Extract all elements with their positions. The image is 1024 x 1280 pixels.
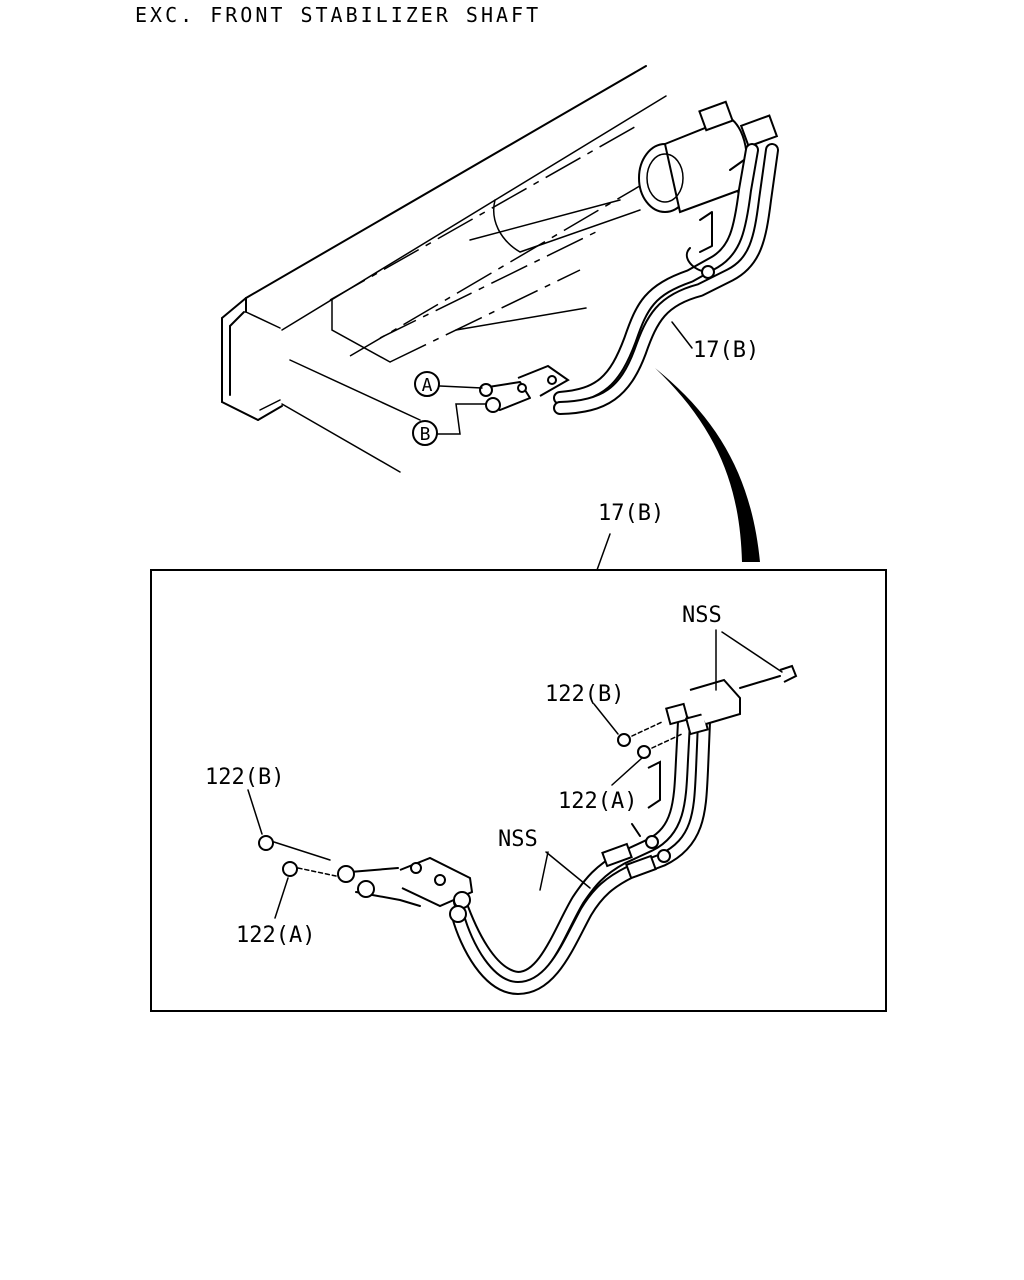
seal-rings xyxy=(258,721,683,877)
label-nss-bracket: NSS xyxy=(682,603,722,628)
diagram-title: EXC. FRONT STABILIZER SHAFT xyxy=(135,3,541,27)
connector-b-label: B xyxy=(420,424,431,445)
connector-a-callout: A xyxy=(414,371,483,397)
frame-rail xyxy=(221,65,667,473)
label-seal-122b-upper: 122(B) xyxy=(545,682,624,707)
label-seal-122a-left: 122(A) xyxy=(236,923,315,948)
seal-122b-left xyxy=(258,835,274,851)
connector-b-callout: B xyxy=(412,403,487,446)
connector-a-label: A xyxy=(422,375,433,396)
hose-assembly-detail xyxy=(337,664,798,995)
label-nss-hose: NSS xyxy=(498,827,538,852)
label-hose-top: 17(B) xyxy=(693,338,759,363)
hose-assembly-top xyxy=(479,143,779,415)
label-seal-122b-left: 122(B) xyxy=(205,765,284,790)
seal-122a-left xyxy=(282,861,298,877)
label-seal-122a-upper: 122(A) xyxy=(558,789,637,814)
detail-box xyxy=(150,569,887,1012)
label-hose-detail: 17(B) xyxy=(598,501,664,526)
detail-arrow xyxy=(655,368,760,562)
seal-122b-upper xyxy=(617,733,631,747)
seal-122a-upper xyxy=(637,745,651,759)
